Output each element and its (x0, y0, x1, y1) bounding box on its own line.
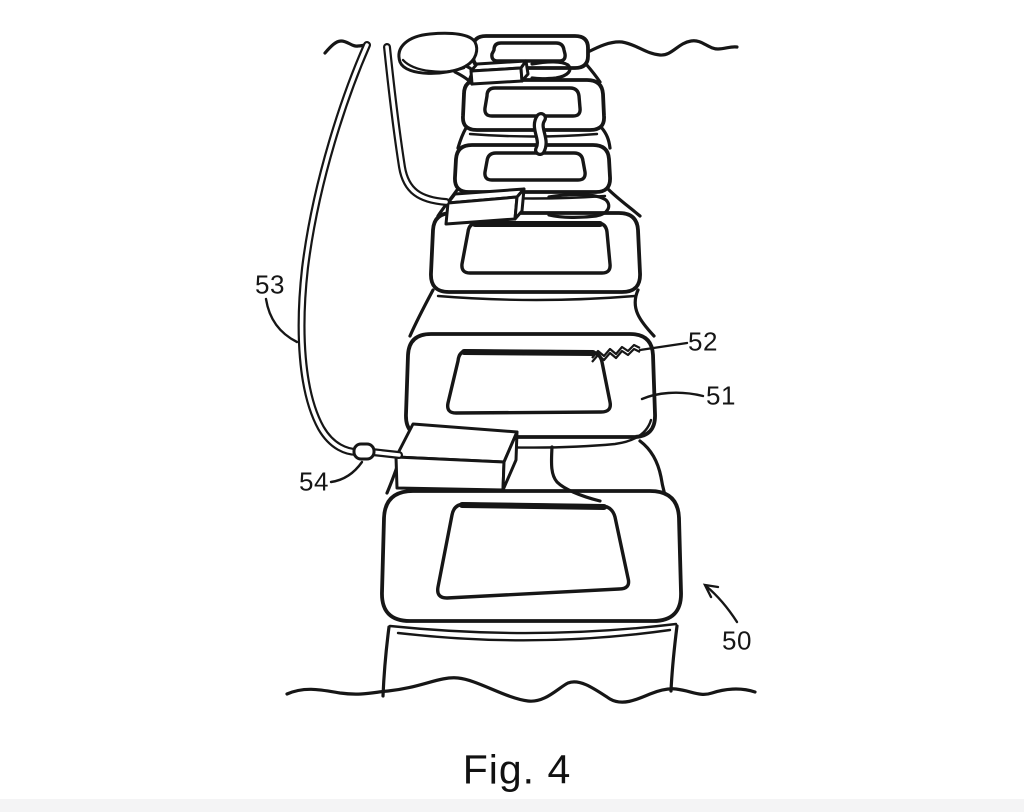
leader-54 (329, 460, 364, 484)
rim-v2 (468, 132, 599, 138)
waist-2-left (456, 126, 468, 150)
vertebra-6-recess (436, 502, 631, 600)
skin-patch-body (397, 31, 479, 75)
implant-box-end (501, 430, 519, 492)
ref-label-54: 54 (299, 466, 329, 497)
recess-6-top-edge (459, 502, 607, 510)
waist-3-right (606, 187, 642, 218)
link-3-band (547, 193, 611, 219)
arrow-50-shaft (704, 584, 739, 624)
reference-leaders (264, 297, 739, 624)
vertebra-1-recess (490, 41, 567, 63)
rim-v6-inner (396, 628, 672, 642)
waist-6-left (381, 625, 391, 698)
implant-box-front (394, 455, 506, 492)
implant-box (394, 422, 519, 492)
waist-6-right (669, 624, 679, 693)
arrow-50-head (702, 583, 720, 599)
lead-descending-inner (385, 45, 448, 204)
leader-51 (640, 391, 705, 401)
link-2-inner (536, 115, 545, 153)
waist-1-right (584, 62, 602, 84)
vertebra-5-recess (445, 349, 612, 415)
skin-patch-tail-2 (453, 70, 474, 86)
electrode-plate-upper (469, 59, 530, 86)
link-5-channel (549, 445, 602, 503)
ref-label-52: 52 (688, 326, 718, 357)
lead-to-box-inner (370, 450, 401, 457)
electrode-plate-lower-end (513, 187, 526, 221)
electrode-plate-lower-front (444, 195, 519, 226)
waist-4-left (408, 288, 435, 338)
zigzag-line-1 (591, 343, 641, 359)
electrode-plate-upper-end (519, 59, 530, 83)
vertebra-4-recess (460, 221, 612, 275)
vertebra-3-recess (483, 151, 587, 182)
ref-label-51: 51 (706, 380, 736, 411)
recess-5-top-edge (461, 349, 596, 356)
waist-4-right (633, 288, 656, 338)
waist-2-right (599, 125, 612, 150)
electrode-plate-lower (444, 187, 526, 226)
link-1-band (530, 60, 572, 81)
lead-connector (352, 442, 376, 461)
leader-52 (638, 341, 689, 352)
ref-label-50: 50 (722, 625, 752, 656)
skin-patch-tail-1 (464, 64, 474, 73)
lead-loop-inner (299, 43, 369, 454)
implant-box-top (394, 422, 519, 464)
figure-caption: Fig. 4 (462, 746, 572, 793)
zigzag-lead (591, 343, 641, 363)
intervertebral-links (530, 60, 611, 503)
rim-v4 (436, 294, 637, 302)
skin-patch-inner-line (401, 58, 466, 73)
skin-patch (397, 31, 479, 86)
lead-wires (297, 41, 450, 461)
zigzag-line-2 (591, 347, 641, 363)
electrode-plate-upper-front (469, 66, 524, 86)
page-edge-strip (0, 799, 1024, 812)
leader-53 (264, 297, 299, 344)
ref-label-53: 53 (255, 269, 285, 300)
rim-v6-outer (388, 622, 678, 635)
vertebra-2-recess (483, 86, 582, 118)
skin-line-bottom (285, 676, 757, 704)
lead-loop-outer (297, 41, 371, 456)
skin-line-top-right (586, 39, 739, 57)
vertebra-recesses (436, 41, 631, 600)
